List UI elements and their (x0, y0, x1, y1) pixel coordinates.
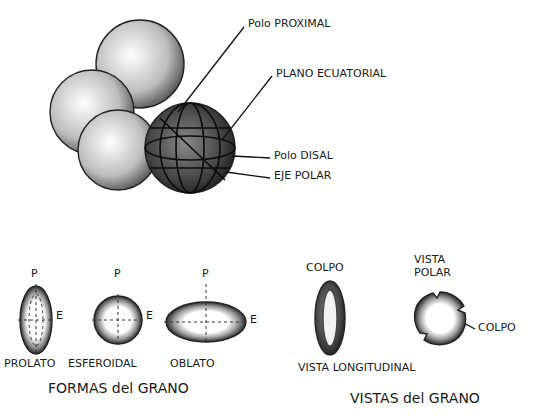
part-label: OBLATO (170, 358, 215, 371)
part-label: PLANO ECUATORIAL (276, 68, 386, 81)
axis-letter: P (202, 268, 209, 281)
part-label: Polo PROXIMAL (248, 18, 330, 31)
part-label: VISTAS del GRANO (350, 390, 480, 406)
axis-letter: P (31, 268, 38, 281)
part-label: VISTA LONGITUDINAL (298, 362, 416, 375)
part-label: COLPO (306, 262, 344, 275)
part-label: COLPO (478, 322, 516, 335)
grain-shapes (18, 281, 466, 356)
part-label: Polo DISAL (274, 150, 333, 163)
axis-letter: E (250, 314, 257, 327)
part-label: VISTA POLAR (414, 254, 472, 279)
part-label: FORMAS del GRANO (48, 380, 189, 396)
part-label: ESFEROIDAL (68, 358, 137, 371)
part-label: PROLATO (4, 358, 55, 371)
axis-letter: P (114, 268, 121, 281)
part-label: EJE POLAR (274, 170, 331, 183)
tetrad (50, 20, 235, 193)
axis-letter: E (146, 310, 153, 323)
axis-letter: E (56, 310, 63, 323)
